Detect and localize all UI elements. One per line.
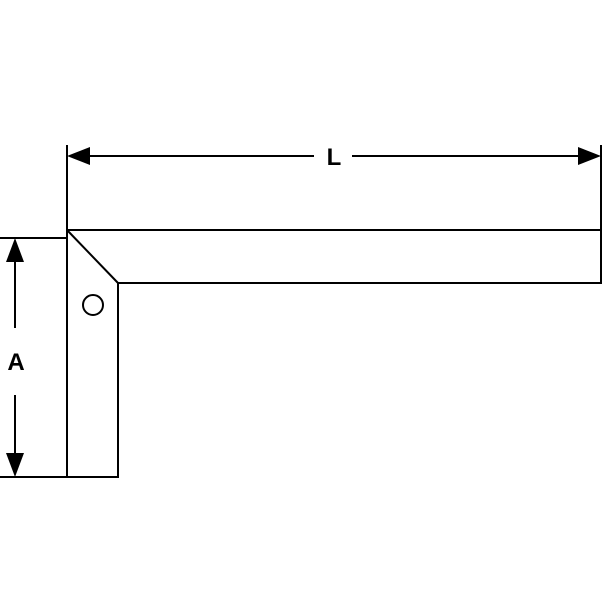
dimension-label-a: A	[7, 349, 24, 376]
arrowhead-a-top	[6, 238, 24, 262]
vertical-arm	[66, 230, 119, 478]
horizontal-arm	[67, 229, 602, 284]
dimension-label-l: L	[327, 144, 342, 171]
miter-joint-line	[66, 229, 119, 284]
rivet-hole	[82, 294, 104, 316]
arrowhead-a-bottom	[6, 453, 24, 477]
arrowhead-l-right	[578, 147, 601, 165]
arrowhead-l-left	[67, 147, 90, 165]
